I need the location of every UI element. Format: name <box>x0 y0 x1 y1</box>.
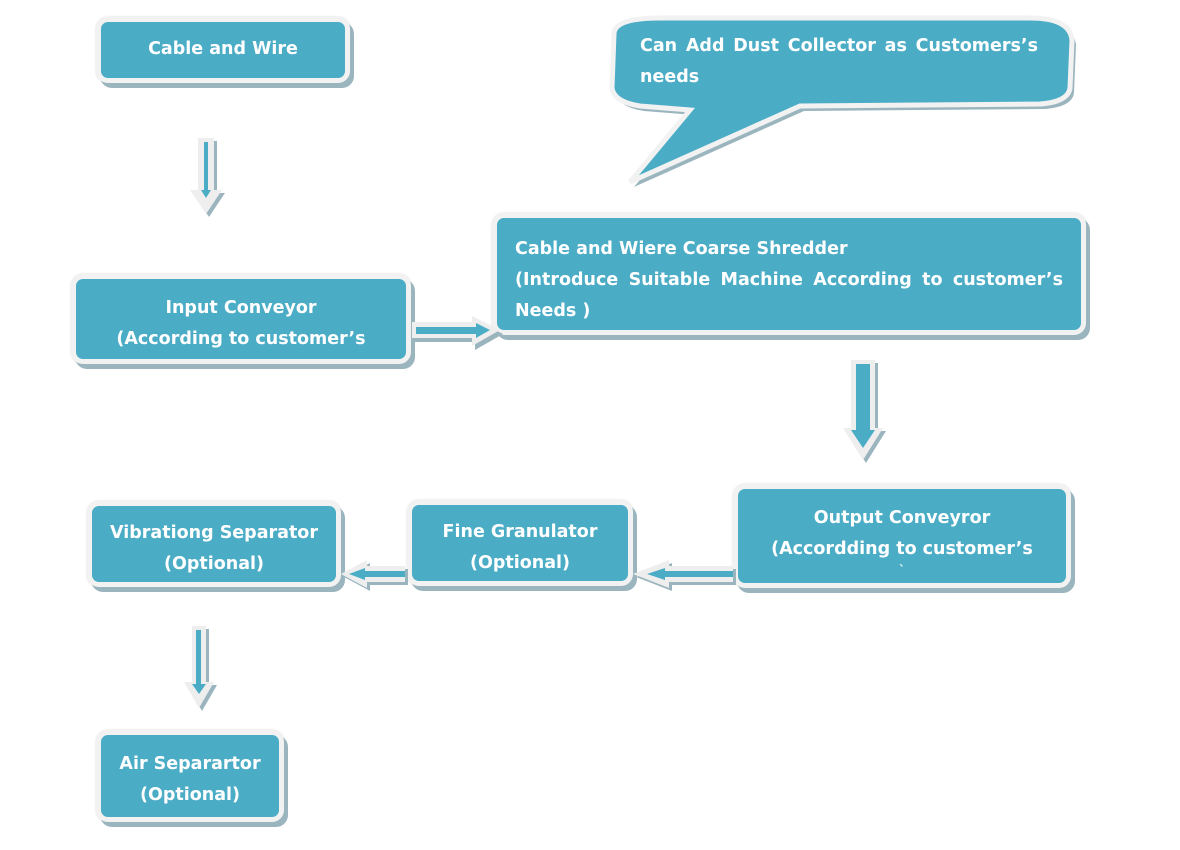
node-output-conveyor: Output Conveyror (Accordding to customer… <box>733 484 1071 588</box>
arrow-down-icon <box>184 626 217 711</box>
node-fine-granulator: Fine Granulator (Optional) <box>407 500 633 586</box>
callout-bubble-shape <box>609 15 1076 187</box>
arrow-down-icon <box>843 360 886 463</box>
node-subtitle: (Optional) <box>469 553 571 573</box>
callout-text: Can Add Dust Collector as Customers’s ne… <box>640 36 1038 87</box>
node-title: Air Separartor <box>119 754 261 774</box>
node-subtitle: (Accordding to customer’s <box>771 539 1033 559</box>
node-title: Cable and Wiere Coarse Shredder <box>515 239 848 259</box>
node-subtitle-cont: ` <box>899 563 905 577</box>
arrow-right-icon <box>412 316 503 350</box>
node-input-conveyor: Input Conveyor (According to customer’s <box>71 274 411 364</box>
arrow-left-icon <box>633 560 736 591</box>
node-subtitle-cont: Needs ) <box>515 301 591 321</box>
node-title: Fine Granulator <box>442 522 598 542</box>
node-subtitle: (Optional) <box>163 554 265 574</box>
node-cable-and-wire: Cable and Wire <box>96 17 350 83</box>
node-subtitle-text: (Introduce Suitable Machine According to… <box>515 270 1063 290</box>
node-title: Vibrationg Separator <box>110 523 318 543</box>
node-subtitle: (According to customer’s <box>116 329 366 349</box>
arrow-down-icon <box>190 138 225 217</box>
arrow-left-icon <box>341 560 408 591</box>
node-vibrating-separator: Vibrationg Separator (Optional) <box>87 501 341 587</box>
node-title: Output Conveyror <box>813 508 991 528</box>
node-subtitle: (Optional) <box>139 785 241 805</box>
node-title: Cable and Wire <box>148 39 298 59</box>
node-coarse-shredder: Cable and Wiere Coarse Shredder (Introdu… <box>492 213 1086 335</box>
node-title: Input Conveyor <box>165 298 317 318</box>
node-air-separator: Air Separartor (Optional) <box>96 730 284 822</box>
node-subtitle: (Introduce Suitable Machine According to… <box>515 265 1063 296</box>
